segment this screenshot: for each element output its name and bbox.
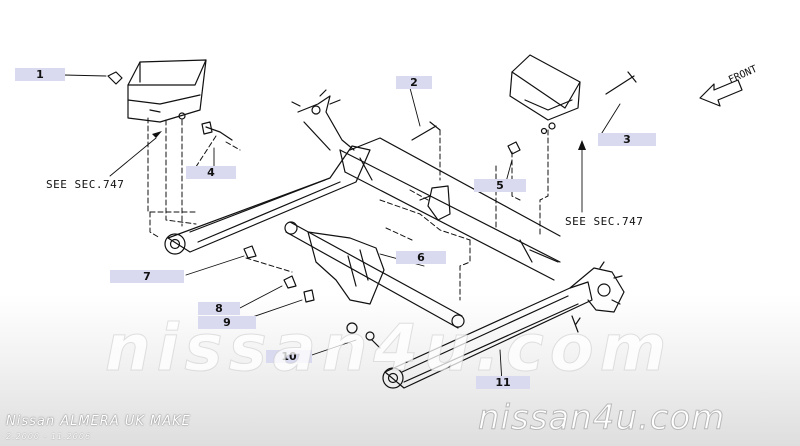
- callout-11[interactable]: 11: [476, 376, 530, 389]
- callout-6[interactable]: 6: [396, 251, 446, 264]
- callout-2[interactable]: 2: [396, 76, 432, 89]
- lateral-link: [284, 221, 465, 329]
- callout-9[interactable]: 9: [198, 316, 256, 329]
- see-section-ref-right: SEE SEC.747: [565, 215, 644, 228]
- vehicle-years-label: 2.2000 - 11.2006: [6, 432, 92, 441]
- left-body-member: [127, 59, 207, 123]
- fasteners: [107, 71, 637, 349]
- right-trailing-arm: [382, 261, 625, 389]
- front-arrow-icon: [699, 79, 743, 107]
- see-section-ref-left: SEE SEC.747: [46, 178, 125, 191]
- watermark-main: nissan4u.com: [104, 312, 673, 387]
- left-trailing-arm: [164, 89, 371, 255]
- right-body-member: [509, 54, 581, 135]
- link-bracket: [307, 185, 451, 305]
- leader-lines: [63, 74, 621, 384]
- callout-8[interactable]: 8: [198, 302, 240, 315]
- callout-3[interactable]: 3: [598, 133, 656, 146]
- callout-7[interactable]: 7: [110, 270, 184, 283]
- callout-1[interactable]: 1: [15, 68, 65, 81]
- callout-4[interactable]: 4: [186, 166, 236, 179]
- callout-5[interactable]: 5: [474, 179, 526, 192]
- callout-10[interactable]: 10: [266, 350, 312, 363]
- vehicle-make-label: Nissan ALMERA UK MAKE: [6, 414, 191, 429]
- watermark-corner: nissan4u.com: [477, 398, 726, 439]
